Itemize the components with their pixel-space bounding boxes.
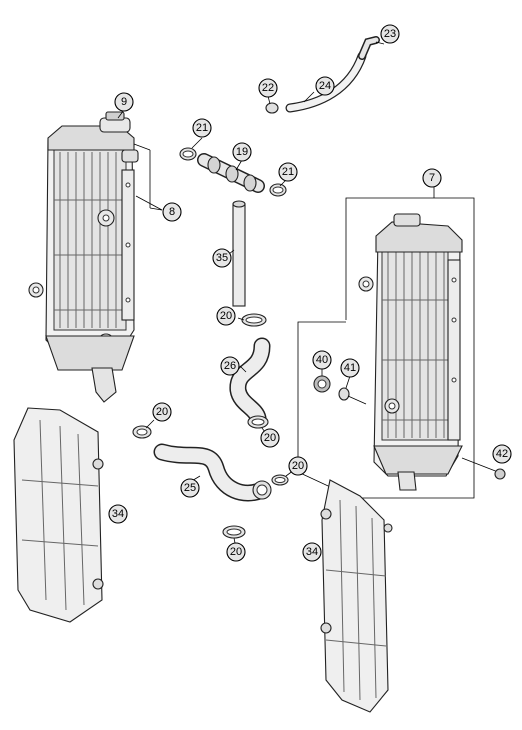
seal-40 [313,375,331,393]
callout-20-d: 20 [288,456,308,476]
right-radiator-fins [382,252,448,438]
clamp-20-b [247,415,269,429]
callout-24: 24 [315,76,335,96]
left-radiator-shroud [13,407,104,623]
callout-40-label: 40 [316,354,328,366]
callout-7: 7 [422,168,442,188]
callout-8: 8 [162,202,182,222]
clamp-22 [265,102,279,114]
callout-41: 41 [340,358,360,378]
callout-41-label: 41 [344,362,356,374]
callout-24-label: 24 [319,80,331,92]
callout-20-a: 20 [216,306,236,326]
callout-22: 22 [258,78,278,98]
leader-lines [117,41,385,549]
right-radiator-shroud [320,479,393,713]
callout-42: 42 [492,444,512,464]
callout-20-e: 20 [226,542,246,562]
callout-19-label: 19 [236,146,248,158]
callout-20-d-label: 20 [292,460,304,472]
callout-9: 9 [114,92,134,112]
screw-42 [461,457,506,480]
callout-34-right-label: 34 [306,546,318,558]
callout-20-e-label: 20 [230,546,242,558]
clamp-20-e [222,525,246,539]
clamp-20-c [132,425,152,439]
callout-25-label: 25 [184,482,196,494]
washer-41 [338,387,367,405]
callout-42-label: 42 [496,448,508,460]
callout-34-left-label: 34 [112,508,124,520]
pipe-35 [232,200,246,307]
callout-25: 25 [180,478,200,498]
callout-21-upper-label: 21 [196,122,208,134]
clamp-20-d [271,474,289,486]
right-radiator [358,213,463,491]
callout-26: 26 [220,356,240,376]
callout-20-c: 20 [152,402,172,422]
callout-20-a-label: 20 [220,310,232,322]
callout-21-upper: 21 [192,118,212,138]
left-radiator [28,111,139,403]
callout-21-right: 21 [278,162,298,182]
callout-35-label: 35 [216,252,228,264]
callout-7-label: 7 [429,172,435,184]
right-radiator-group-bracket [297,186,475,499]
callout-19: 19 [232,142,252,162]
clamp-21-upper [179,147,197,161]
callout-21-right-label: 21 [282,166,294,178]
callout-20-c-label: 20 [156,406,168,418]
callout-35: 35 [212,248,232,268]
callout-23: 23 [380,24,400,44]
callout-26-label: 26 [224,360,236,372]
callout-9-label: 9 [121,96,127,108]
callout-34-left: 34 [108,504,128,524]
left-radiator-fins [54,152,126,328]
callout-22-label: 22 [262,82,274,94]
clamp-20-a [241,313,267,327]
thermostat-housing-19 [197,153,265,193]
callout-20-b-label: 20 [264,432,276,444]
callout-34-right: 34 [302,542,322,562]
callout-20-b: 20 [260,428,280,448]
callout-23-label: 23 [384,28,396,40]
callout-40: 40 [312,350,332,370]
callout-8-label: 8 [169,206,175,218]
clamp-21-right [269,183,287,197]
